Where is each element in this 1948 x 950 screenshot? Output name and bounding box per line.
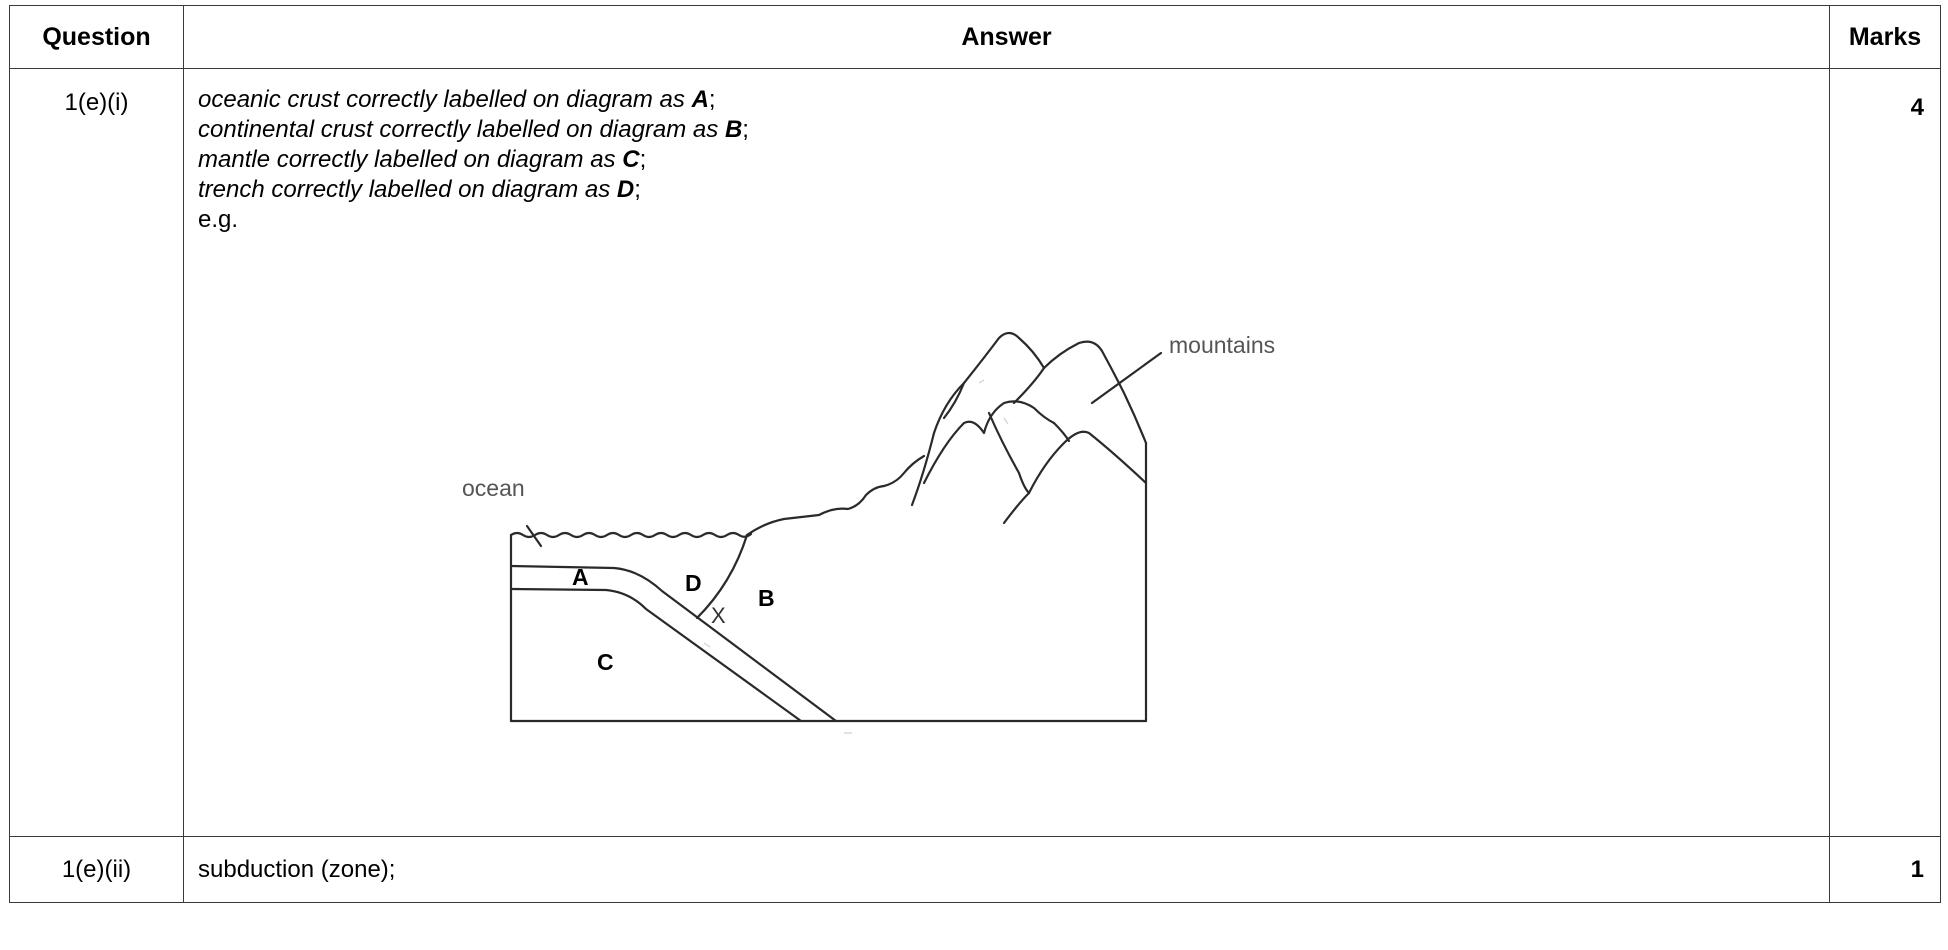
answer-line: mantle correctly labelled on diagram as … <box>198 146 647 173</box>
table-row: 1(e)(ii) subduction (zone); 1 <box>9 836 1941 903</box>
label-c: C <box>597 649 614 675</box>
marks-value: 1 <box>1910 855 1924 883</box>
mark-scheme-table: Question Answer Marks 1(e)(i) oceanic cr… <box>9 5 1941 903</box>
marks-cell: 4 <box>1829 68 1941 837</box>
marks-header: Marks <box>1829 5 1941 69</box>
answer-cell: oceanic crust correctly labelled on diag… <box>183 68 1830 837</box>
x-mark: X <box>711 603 726 628</box>
oceanic-plate-top <box>509 564 838 723</box>
answer-cell: subduction (zone); <box>183 836 1830 903</box>
mountain-fold <box>1052 421 1071 443</box>
ocean-label: ocean <box>462 475 525 501</box>
mountain-base <box>1002 491 1031 525</box>
answer-lines: oceanic crust correctly labelled on diag… <box>198 85 749 235</box>
texture-stroke <box>978 379 985 384</box>
land-surface <box>745 454 926 537</box>
answer-line: continental crust correctly labelled on … <box>198 116 749 143</box>
label-d: D <box>685 570 702 596</box>
answer-header: Answer <box>183 5 1830 69</box>
label-a: A <box>572 564 589 590</box>
example-label: e.g. <box>198 206 239 233</box>
marks-cell: 1 <box>1829 836 1941 903</box>
answer-text: subduction (zone); <box>198 855 396 883</box>
texture-stroke <box>1003 417 1009 425</box>
mountain-ridge-front <box>987 411 1148 495</box>
mountains-pointer <box>1090 351 1163 405</box>
table-row: 1(e)(i) oceanic crust correctly labelled… <box>9 68 1941 837</box>
header-row: Question Answer Marks <box>9 5 1941 69</box>
ocean-surface <box>509 531 753 539</box>
mountains-label: mountains <box>1169 332 1275 358</box>
label-b: B <box>758 585 775 611</box>
mountain-ridge-back <box>910 331 1148 507</box>
mountain-ridge-detail <box>1012 366 1046 405</box>
texture-stroke <box>703 642 711 648</box>
question-number: 1(e)(ii) <box>61 855 132 883</box>
question-number: 1(e)(i) <box>64 89 129 116</box>
continental-edge <box>695 533 749 620</box>
question-header: Question <box>9 5 184 69</box>
ocean-pointer <box>525 524 543 548</box>
answer-line: oceanic crust correctly labelled on diag… <box>198 86 716 113</box>
marks-value: 4 <box>1910 94 1924 121</box>
subduction-diagram: X ocean mountains A D B C <box>462 331 1275 734</box>
answer-line: trench correctly labelled on diagram as … <box>198 176 641 203</box>
oceanic-plate-bottom <box>509 587 803 723</box>
question-cell: 1(e)(ii) <box>9 836 184 903</box>
mountain-upper-left <box>942 381 966 420</box>
question-cell: 1(e)(i) <box>9 68 184 837</box>
